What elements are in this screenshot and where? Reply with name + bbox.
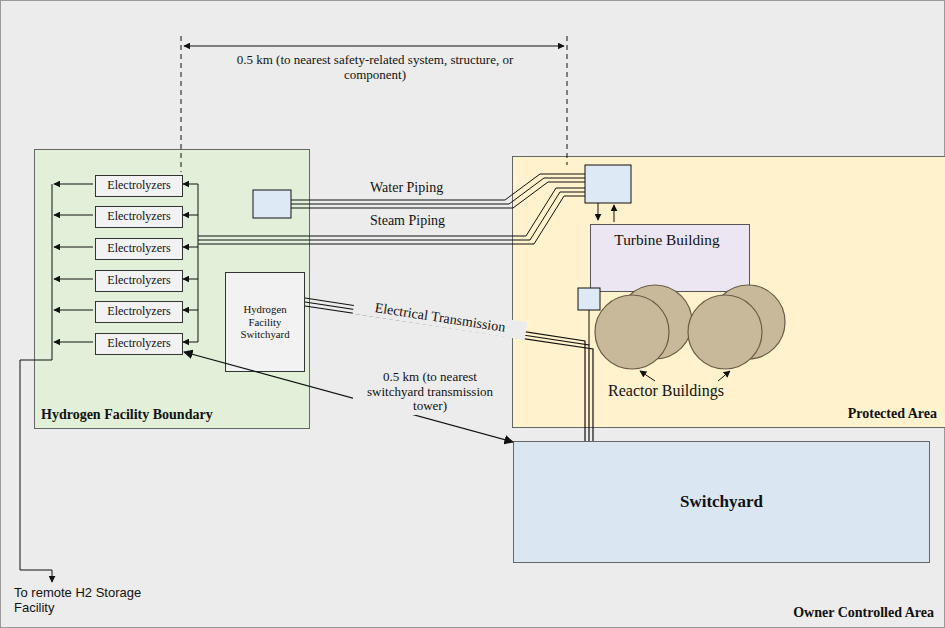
node-text: Electrolyzers	[107, 337, 170, 351]
electrolyzer-box: Electrolyzers	[95, 270, 183, 292]
node-text: Electrolyzers	[107, 242, 170, 256]
hydrogen-header	[52, 184, 53, 360]
node-text: Turbine Building	[591, 231, 743, 249]
dimension-label: 0.5 km (to nearest safety-related system…	[230, 53, 520, 83]
node-text: Electrolyzers	[107, 210, 170, 224]
electrolyzer-box: Electrolyzers	[95, 206, 183, 228]
node-text: Protected Area	[848, 406, 937, 422]
steam-pipe	[198, 188, 585, 236]
node-text: Electrolyzers	[107, 179, 170, 193]
electrolyzer-box: Electrolyzers	[95, 175, 183, 197]
dimension-extension	[567, 36, 568, 165]
hydrogen-export-line	[20, 360, 52, 582]
node-text: Hydrogen Facility Switchyard	[226, 303, 304, 340]
node-text: Switchyard	[680, 492, 763, 512]
pipe-label: Water Piping	[370, 180, 480, 196]
node-text: Owner Controlled Area	[793, 605, 934, 621]
water-pipe	[291, 182, 585, 208]
node-text: Hydrogen Facility Boundary	[41, 407, 213, 423]
node-text: Electrolyzers	[107, 305, 170, 319]
pipe-label: Steam Piping	[370, 213, 480, 229]
water-pipe	[291, 178, 585, 204]
connector-label: 0.5 km (to nearest switchyard transmissi…	[353, 369, 507, 416]
reactor-building	[595, 285, 785, 369]
building-box: Turbine Building	[590, 224, 750, 292]
electrolyzer-box: Electrolyzers	[95, 238, 183, 260]
dimension-arrow	[184, 46, 564, 47]
switchyard-box: Hydrogen Facility Switchyard	[225, 272, 305, 372]
water-pump-box	[253, 190, 291, 218]
electrolyzer-box: Electrolyzers	[95, 333, 183, 355]
dimension-extension	[181, 36, 182, 172]
callout-label: Reactor Buildings	[608, 382, 748, 400]
electrolyzer-box: Electrolyzers	[95, 301, 183, 323]
heat-exchanger-box	[585, 165, 631, 203]
switchyard-area: Switchyard	[513, 441, 930, 563]
connector	[184, 352, 513, 442]
transformer-box	[578, 288, 600, 310]
note-label: To remote H2 Storage Facility	[14, 586, 144, 616]
steam-pipe	[198, 196, 585, 244]
node-text: Electrolyzers	[107, 274, 170, 288]
steam-header	[198, 184, 199, 342]
connector	[305, 298, 593, 441]
steam-pipe	[198, 192, 585, 240]
